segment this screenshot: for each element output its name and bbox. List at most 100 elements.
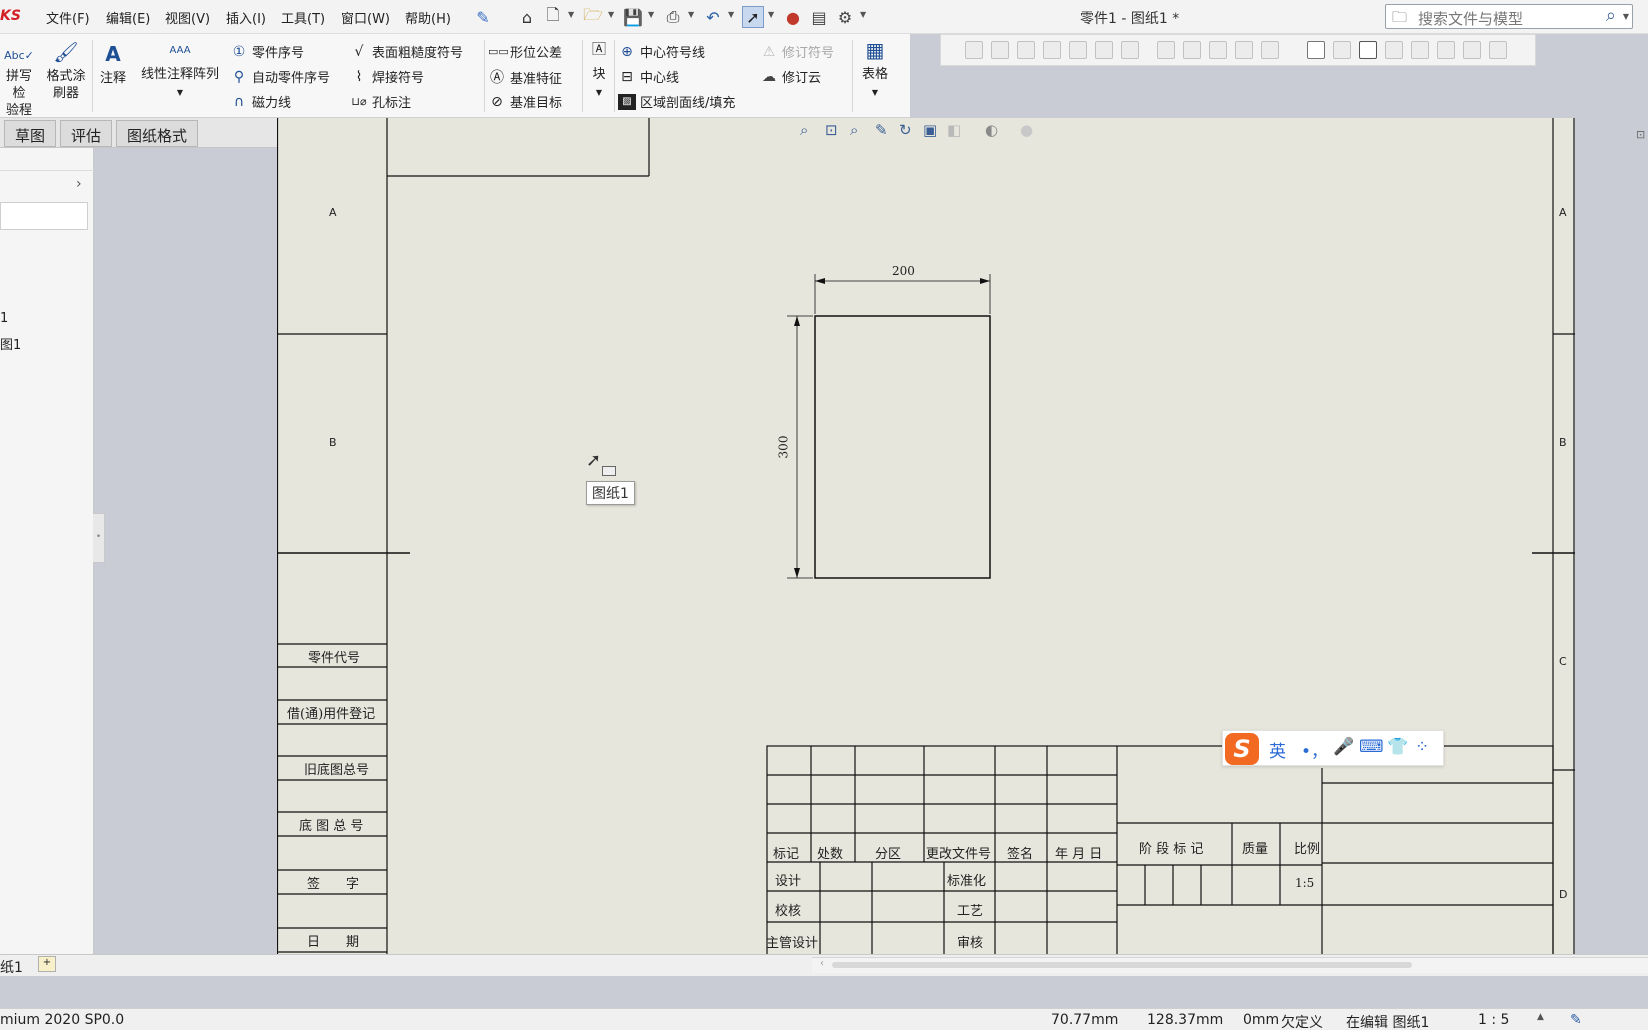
detail-view-icon[interactable] [1095, 41, 1113, 59]
new-document-icon[interactable]: 🗋 [546, 4, 560, 24]
model-items-icon[interactable] [1359, 41, 1377, 59]
traffic-light-icon[interactable]: ● [786, 7, 800, 27]
print-icon[interactable]: ⎙ [666, 7, 680, 26]
predefined-view-icon[interactable] [1261, 41, 1279, 59]
block-dropdown-icon[interactable]: ▼ [595, 88, 603, 97]
ime-toolbar[interactable]: S 英 •， 🎤 ⌨ 👕 ⁘ [1222, 730, 1444, 766]
note-tool-icon[interactable] [1307, 41, 1325, 59]
drawing-sheet[interactable]: ⌕ ⊡ ⌕ ✎ ↻ ▣ ◧ ◐ ● 200 300 A B A B C D 零件… [277, 118, 1575, 956]
app-logo[interactable]: KS [0, 8, 21, 24]
weld-symbol-button[interactable]: ⌇焊接符号 [350, 67, 424, 87]
tree-item-sheet[interactable]: 图1 [0, 338, 22, 353]
scroll-left-icon[interactable]: ‹ [820, 958, 824, 969]
select-dropdown-icon[interactable]: ▼ [768, 10, 775, 19]
microphone-icon[interactable]: 🎤 [1333, 737, 1355, 757]
tab-evaluate[interactable]: 评估 [60, 120, 113, 147]
table-dropdown-icon[interactable]: ▼ [871, 88, 879, 97]
sheet-tab[interactable]: 纸1 [0, 960, 23, 976]
surface-finish-button[interactable]: √表面粗糙度符号 [350, 42, 463, 62]
task-pane-toggle-icon[interactable]: ⊡ [1636, 128, 1646, 141]
home-icon[interactable]: ⌂ [521, 7, 533, 27]
magnetic-line-button[interactable]: ∩磁力线 [230, 92, 291, 112]
chevron-right-icon[interactable]: › [76, 176, 82, 192]
open-dropdown-icon[interactable]: ▼ [608, 10, 615, 19]
broken-out-section-icon[interactable] [1121, 41, 1139, 59]
menu-file[interactable]: 文件(F) [46, 12, 90, 27]
format-painter-button[interactable]: 🖌 格式涂 刷器 [42, 42, 90, 102]
dimension-width-text[interactable]: 200 [892, 264, 915, 278]
save-dropdown-icon[interactable]: ▼ [648, 10, 655, 19]
center-mark-button[interactable]: ⊕中心符号线 [618, 42, 705, 62]
scale-dropdown-icon[interactable]: ▲ [1537, 1012, 1544, 1022]
select-cursor-icon[interactable]: ➚ [742, 6, 764, 28]
break-view-icon[interactable] [1157, 41, 1175, 59]
block-button[interactable]: 🄰 块 ▼ [586, 42, 612, 101]
tab-sheet-format[interactable]: 图纸格式 [116, 120, 199, 147]
undo-icon[interactable]: ↶ [706, 7, 720, 27]
pin-icon[interactable]: ✎ [476, 7, 490, 27]
ime-language-toggle[interactable]: 英 [1269, 742, 1286, 762]
auto-balloon-button[interactable]: ⚲自动零件序号 [230, 67, 330, 87]
filter-input[interactable] [0, 202, 88, 230]
auxiliary-view-icon[interactable] [1043, 41, 1061, 59]
keyboard-icon[interactable]: ⌨ [1359, 737, 1384, 757]
menu-tools[interactable]: 工具(T) [281, 12, 326, 27]
note-button[interactable]: A 注释 [96, 44, 130, 87]
balloon-small-icon[interactable] [1489, 41, 1507, 59]
empty-view-icon[interactable] [1235, 41, 1253, 59]
panel-splitter[interactable]: • [93, 513, 105, 563]
projected-view-icon[interactable] [1017, 41, 1035, 59]
linear-pattern-small-icon[interactable] [1463, 41, 1481, 59]
options-gear-icon[interactable]: ⚙ [837, 7, 853, 27]
tree-item[interactable]: 1 [0, 311, 9, 326]
alternate-position-icon[interactable] [1209, 41, 1227, 59]
format-painter-small-icon[interactable] [1411, 41, 1429, 59]
section-view-icon[interactable] [1069, 41, 1087, 59]
search-box[interactable]: 🗀 搜索文件与模型 ⌕ ▼ [1385, 4, 1633, 29]
undo-dropdown-icon[interactable]: ▼ [728, 10, 735, 19]
horizontal-scrollbar[interactable]: ‹ [812, 957, 1648, 973]
dimension-height-text[interactable]: 300 [776, 435, 791, 459]
smart-dimension-icon[interactable] [1333, 41, 1351, 59]
tab-sketch[interactable]: 草图 [4, 120, 57, 147]
spell-checker-small-icon[interactable] [1385, 41, 1403, 59]
ime-punctuation-toggle[interactable]: •， [1301, 742, 1329, 762]
revision-cloud-button[interactable]: ☁修订云 [762, 68, 822, 87]
linear-pattern-dropdown-icon[interactable]: ▼ [176, 88, 184, 97]
hole-callout-button[interactable]: ⊔⌀孔标注 [351, 95, 412, 111]
save-icon[interactable]: 💾 [623, 7, 643, 27]
skin-shirt-icon[interactable]: 👕 [1387, 737, 1409, 757]
area-hatch-button[interactable]: ▨区域剖面线/填充 [618, 92, 735, 111]
print-dropdown-icon[interactable]: ▼ [688, 10, 695, 19]
menu-window[interactable]: 窗口(W) [341, 12, 390, 27]
search-input[interactable]: 搜索文件与模型 [1418, 10, 1524, 28]
search-dropdown-icon[interactable]: ▼ [1622, 12, 1629, 21]
note-small-icon[interactable] [1437, 41, 1455, 59]
status-scale[interactable]: 1 : 5 [1478, 1012, 1510, 1028]
sogou-logo-icon[interactable]: S [1225, 733, 1259, 765]
toolbox-grid-icon[interactable]: ⁘ [1415, 737, 1430, 757]
menu-edit[interactable]: 编辑(E) [106, 12, 151, 27]
centerline-button[interactable]: ⊟中心线 [618, 67, 679, 87]
file-properties-icon[interactable]: ▤ [811, 7, 827, 27]
search-icon[interactable]: ⌕ [1605, 5, 1616, 26]
scrollbar-thumb[interactable] [832, 962, 1412, 968]
menu-insert[interactable]: 插入(I) [226, 12, 266, 27]
menu-help[interactable]: 帮助(H) [405, 12, 451, 27]
revision-symbol-button[interactable]: ⚠修订符号 [760, 42, 834, 62]
model-view-icon[interactable] [991, 41, 1009, 59]
gtol-button[interactable]: ▭▭形位公差 [488, 45, 563, 61]
crop-view-icon[interactable] [1183, 41, 1201, 59]
new-dropdown-icon[interactable]: ▼ [568, 10, 575, 19]
linear-note-pattern-button[interactable]: AAA 线性注释阵列 ▼ [134, 42, 226, 101]
open-folder-icon[interactable]: 🗁 [583, 4, 603, 24]
spell-check-button[interactable]: Abc✓ 拼写检 验程序 [0, 44, 38, 136]
add-sheet-icon[interactable]: + [38, 956, 56, 972]
menu-view[interactable]: 视图(V) [165, 12, 211, 27]
standard-view-icon[interactable] [965, 41, 983, 59]
table-button[interactable]: ▦ 表格 ▼ [856, 40, 894, 101]
rebuild-icon[interactable]: ✎ [1570, 1012, 1582, 1028]
datum-target-button[interactable]: ⊘基准目标 [488, 92, 562, 112]
